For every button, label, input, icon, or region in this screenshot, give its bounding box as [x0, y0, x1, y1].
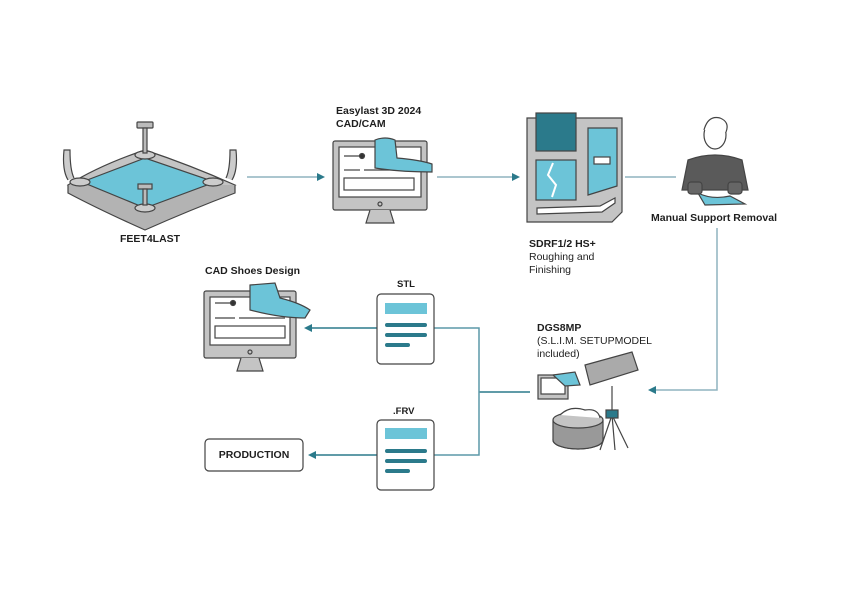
file-icon — [376, 419, 435, 491]
stl-label: STL — [397, 279, 415, 290]
easylast-title: Easylast 3D 2024 — [336, 105, 422, 117]
bus-line — [433, 327, 480, 456]
frv-label: .FRV — [393, 406, 415, 417]
scanner-platform-icon — [62, 121, 238, 231]
sdrf-line2: Finishing — [529, 264, 572, 276]
feet4last-label: FEET4LAST — [120, 233, 181, 245]
arrow-manual-to-dgs8mp — [648, 228, 718, 394]
worker-icon — [681, 116, 749, 206]
monitor-shoe-icon — [332, 137, 433, 224]
sdrf-title: SDRF1/2 HS+ — [529, 238, 596, 250]
sdrf-line1: Roughing and — [529, 251, 595, 263]
dgs8mp-title: DGS8MP — [537, 322, 582, 334]
production-label: PRODUCTION — [218, 449, 290, 461]
cad-shoes-design-label: CAD Shoes Design — [205, 265, 301, 277]
production-box — [204, 438, 304, 472]
dgs8mp-line1: (S.L.I.M. SETUPMODEL — [537, 335, 652, 347]
connectors — [247, 173, 718, 459]
easylast-subtitle: CAD/CAM — [336, 118, 386, 130]
3d-scanner-icon — [537, 351, 639, 451]
monitor-shoe-icon — [203, 282, 311, 372]
file-icon — [376, 293, 435, 365]
dgs8mp-line2: included) — [537, 348, 580, 360]
milling-machine-icon — [526, 112, 623, 223]
manual-support-removal-label: Manual Support Removal — [651, 212, 778, 224]
